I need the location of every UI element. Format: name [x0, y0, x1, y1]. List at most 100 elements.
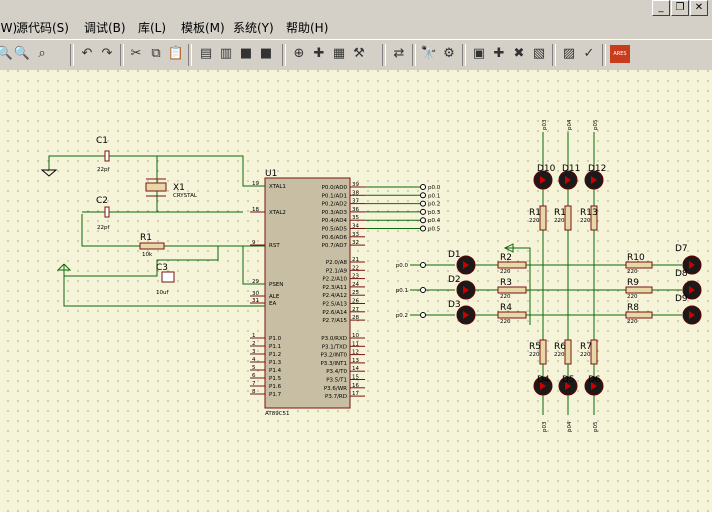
undo-icon[interactable]: ↶ — [81, 46, 93, 61]
pick-device-icon[interactable]: ⊕ — [293, 46, 305, 61]
c3-value: 10uf — [156, 290, 169, 296]
led-bottom-arrow — [540, 382, 546, 390]
p0-terminal-label: p0.0 — [428, 185, 441, 191]
mid-left-res-value: 220 — [500, 294, 511, 300]
ares-icon[interactable]: ARES — [610, 45, 630, 63]
new-sheet-icon[interactable]: ▣ — [472, 46, 486, 61]
decompose-icon[interactable]: ⚒ — [353, 46, 365, 61]
pin-number: 27 — [352, 307, 359, 313]
p0-terminal-label: p0.1 — [428, 193, 440, 199]
zoom-child-icon[interactable]: ✖ — [513, 46, 525, 61]
pin-name: P0.1/AD1 — [322, 193, 347, 199]
pin-number: 39 — [352, 182, 359, 188]
pin-name: P2.5/A13 — [322, 302, 347, 308]
bottom-led-ref: D5 — [562, 375, 575, 385]
menu-debug[interactable]: 调试(B) — [84, 21, 126, 35]
pin-number: 32 — [352, 240, 359, 246]
bottom-led-ref: D6 — [588, 375, 601, 385]
p0-terminal-label: p0.5 — [428, 227, 441, 233]
paste-icon[interactable]: 📋 — [167, 46, 185, 61]
pin-number: 19 — [252, 181, 259, 187]
menu-help[interactable]: 帮助(H) — [286, 21, 329, 35]
menu-system[interactable]: 系统(Y) — [233, 21, 274, 35]
led-bottom-arrow — [591, 382, 597, 390]
vcc-arrow — [56, 263, 72, 271]
zoom-out-icon[interactable]: 🔍 — [0, 46, 14, 61]
restore-button[interactable]: ❐ — [671, 0, 689, 16]
pin-name: P1.0 — [269, 336, 282, 342]
top-terminal-label: p05 — [593, 119, 599, 130]
pin-name: P0.4/AD4 — [322, 218, 348, 224]
pin-number: 38 — [352, 190, 359, 196]
cut-icon[interactable]: ✂ — [130, 46, 142, 61]
pin-name: P2.4/A12 — [322, 293, 347, 299]
menu-source[interactable]: 源代码(S) — [16, 21, 69, 35]
mid-left-res-value: 220 — [500, 269, 511, 275]
c3-wire — [64, 246, 219, 277]
packaging-tool-icon[interactable]: ▦ — [332, 46, 346, 61]
capacitor-c1 — [104, 150, 110, 162]
led-top-arrow — [540, 176, 546, 184]
close-button[interactable]: ✕ — [690, 0, 708, 16]
toolbar: 🔍🔍 ⌕ ↶ ↷ ✂ ⧉ 📋 ▤ ▥ ■ ■ ⊕ ✚ ▦ ⚒ ⇄ 🔭 ⚙ ▣ ✚ ✖ ▧ ▨ ✓ ARES — [0, 39, 712, 71]
pin-number: 8 — [252, 389, 256, 395]
menu-window[interactable]: (W) — [0, 21, 18, 35]
capacitor-c2 — [104, 206, 110, 218]
pin-name: EA — [269, 301, 276, 307]
pin-name: P0.7/AD7 — [322, 243, 348, 249]
crystal-x1 — [145, 182, 167, 192]
netlist-icon[interactable]: ▧ — [532, 46, 546, 61]
block-delete-icon[interactable]: ■ — [259, 46, 273, 61]
minimize-button[interactable]: _ — [652, 0, 670, 16]
pin-number: 10 — [352, 333, 359, 339]
pin-name: P3.7/RD — [325, 394, 347, 400]
remove-sheet-icon[interactable]: ✚ — [493, 46, 505, 61]
redo-icon[interactable]: ↷ — [101, 46, 113, 61]
electrical-check-icon[interactable]: ✓ — [583, 46, 595, 61]
toolbar-separator — [602, 44, 606, 66]
ea-wire — [63, 264, 265, 307]
pin-name: P1.7 — [269, 392, 282, 398]
block-copy-icon[interactable]: ▤ — [199, 46, 213, 61]
block-move-icon[interactable]: ▥ — [219, 46, 233, 61]
make-device-icon[interactable]: ✚ — [313, 46, 325, 61]
toolbar-separator — [462, 44, 466, 66]
resistor-r1 — [139, 242, 165, 250]
mid-right-res-value: 220 — [627, 319, 638, 325]
pin-number: 13 — [352, 358, 359, 364]
zoom-all-icon[interactable]: ⌕ — [38, 46, 46, 61]
menu-library[interactable]: 库(L) — [138, 21, 167, 35]
mid-right-res-ref: R9 — [627, 278, 639, 288]
property-tool-icon[interactable]: ⚙ — [443, 46, 455, 61]
r1-ref: R1 — [140, 233, 152, 243]
pin-name: XTAL1 — [269, 184, 286, 190]
top-led-ref: D12 — [588, 164, 606, 174]
zoom-area-icon[interactable]: 🔍 — [13, 46, 31, 61]
pin-name: P1.2 — [269, 352, 281, 358]
bottom-res-value: 220 — [554, 352, 565, 358]
pin-number: 9 — [252, 240, 256, 246]
toolbar-separator — [412, 44, 416, 66]
p0-terminal — [420, 217, 426, 224]
bill-of-materials-icon[interactable]: ▨ — [562, 46, 576, 61]
pin-number: 17 — [352, 391, 359, 397]
wire-autorouter-icon[interactable]: ⇄ — [393, 46, 405, 61]
block-rotate-icon[interactable]: ■ — [239, 46, 253, 61]
p2-terminal — [420, 312, 426, 318]
menu-bar: (W)源代码(S) 调试(B) 库(L) 模板(M) 系统(Y) 帮助(H) — [0, 17, 712, 39]
reset-wire — [81, 214, 265, 247]
pin-name: P3.1/TXD — [322, 344, 347, 350]
p2-terminal-label: p0.2 — [396, 313, 408, 319]
pin-name: P2.3/A11 — [322, 285, 347, 291]
pin-name: P0.5/AD5 — [322, 227, 348, 233]
search-tag-icon[interactable]: 🔭 — [420, 46, 438, 61]
pin-number: 30 — [252, 291, 259, 297]
led-top-arrow — [591, 176, 597, 184]
copy-icon[interactable]: ⧉ — [151, 46, 161, 61]
p0-terminal — [420, 184, 426, 190]
pin-number: 33 — [352, 232, 359, 238]
menu-template[interactable]: 模板(M) — [181, 21, 225, 35]
pin-name: P1.4 — [269, 368, 282, 374]
bottom-terminal-label: p05 — [593, 421, 599, 432]
